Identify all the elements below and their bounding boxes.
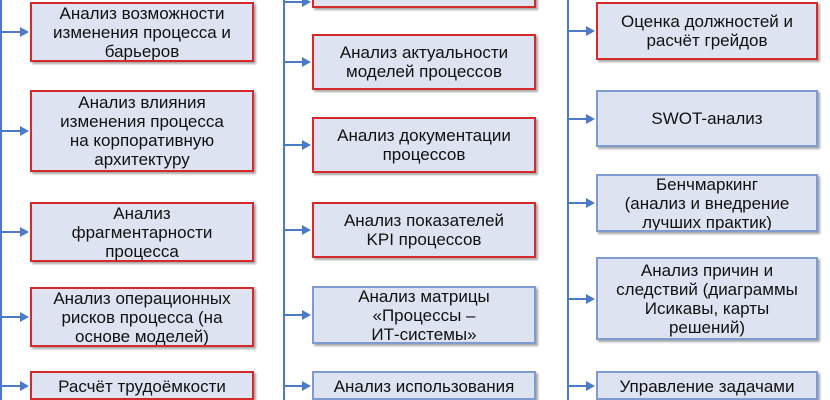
box-text-line: KPI процессов — [366, 230, 482, 249]
box-text-line: (анализ и внедрение — [624, 193, 790, 213]
col1-connector-line — [0, 0, 2, 400]
col2-box-5-text: Анализ матрицы«Процессы –ИТ-системы» — [358, 286, 490, 344]
box-text-line: архитектуру — [94, 150, 190, 169]
col1-box-5: Расчёт трудоёмкости — [30, 371, 254, 400]
box-text-line: Анализ матрицы — [358, 286, 490, 306]
box-text-line: моделей процессов — [346, 62, 502, 81]
box-text-line: Бенчмаркинг — [656, 174, 758, 194]
box-text-line: Анализ актуальности — [339, 43, 509, 62]
box-text-line: фрагментарности — [71, 222, 213, 242]
box-text-line: на корпоративную — [69, 131, 215, 150]
col3-box-2: SWOT-анализ — [596, 90, 818, 147]
col2-connector-line — [283, 0, 285, 400]
box-text-line: Расчёт трудоёмкости — [58, 377, 226, 396]
box-text-line: основе моделей) — [75, 326, 209, 346]
col3-box-5: Управление задачами — [596, 371, 818, 400]
box-text-line: рисков процесса (на — [61, 307, 223, 327]
col3-box-2-text: SWOT-анализ — [651, 109, 762, 128]
box-text-line: следствий (диаграммы — [616, 279, 798, 299]
col2-box-1 — [312, 0, 536, 8]
box-text-line: Анализ — [113, 203, 171, 223]
box-text-line: расчёт грейдов — [646, 31, 768, 50]
box-text-line: Анализ использования — [333, 377, 515, 396]
box-text-line: Анализ операционных — [53, 288, 231, 308]
col2-box-6: Анализ использования — [312, 371, 536, 400]
col3-box-5-text: Управление задачами — [620, 377, 795, 396]
box-text-line: Анализ показателей — [343, 211, 505, 230]
box-text-line: Управление задачами — [619, 377, 795, 396]
col2-box-5: Анализ матрицы«Процессы –ИТ-системы» — [312, 286, 536, 344]
box-text-line: ИТ-системы» — [371, 324, 477, 344]
box-text-line: Анализ причин и — [640, 260, 774, 280]
box-text-line: Оценка должностей и — [620, 12, 793, 31]
box-text-line: Анализ влияния — [78, 93, 206, 112]
box-text-line: Анализ документации — [337, 126, 511, 145]
col1-box-5-text: Расчёт трудоёмкости — [58, 377, 226, 396]
col2-box-6-text: Анализ использования — [334, 377, 515, 396]
box-text-line: решений) — [668, 317, 746, 337]
box-text-line: SWOT-анализ — [651, 109, 763, 128]
col3-connector-line — [567, 0, 569, 400]
box-text-line: процессов — [382, 145, 466, 164]
box-text-line: процесса — [105, 241, 179, 261]
box-text-line: Анализ возможности — [59, 3, 225, 23]
box-text-line: барьеров — [104, 41, 180, 61]
box-text-line: «Процессы – — [372, 305, 476, 325]
box-text-line: Исикавы, карты — [644, 298, 770, 318]
box-text-line: изменения процесса — [60, 112, 224, 131]
box-text-line: лучших практик) — [642, 212, 772, 232]
box-text-line: изменения процесса и — [53, 22, 231, 42]
